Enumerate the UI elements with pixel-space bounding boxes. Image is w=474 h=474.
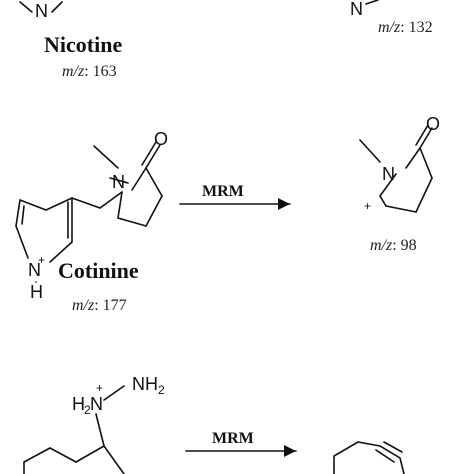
- nicotine-mz: m/z: 163: [62, 63, 117, 80]
- fragment-98-o-atom: O: [426, 114, 440, 134]
- hydrazine-charge: +: [96, 381, 103, 395]
- hydrazine-structure: H 2 N + NH 2: [23, 374, 165, 474]
- fragment-132-n-atom: N: [350, 0, 363, 19]
- mrm-arrow-2-label: MRM: [212, 430, 254, 447]
- nicotine-name: Nicotine: [44, 32, 122, 57]
- hydrazine-sub-2: 2: [84, 403, 91, 417]
- cotinine-ring-n-atom: N: [112, 172, 125, 192]
- mrm-arrow-1-label: MRM: [202, 183, 244, 200]
- nicotine-n-atom: N: [35, 1, 48, 21]
- cotinine-o-atom: O: [154, 129, 168, 149]
- fragment-98-charge: +: [364, 199, 371, 213]
- hydrazine-n-left-atom: N: [90, 394, 103, 414]
- fragment-132-structure: N: [350, 0, 379, 19]
- bottom-fragment-structure: [333, 441, 405, 474]
- fragment-98-n-atom: N: [382, 164, 395, 184]
- cotinine-structure: N O N + H: [15, 129, 168, 302]
- fragment-132-mz: m/z: 132: [378, 19, 433, 36]
- fragment-98-mz: m/z: 98: [370, 237, 417, 254]
- cotinine-pyridinium-n-atom: N: [28, 260, 41, 280]
- cotinine-name: Cotinine: [58, 258, 139, 283]
- mrm-arrow-1: MRM: [179, 183, 291, 210]
- fragment-98-structure: N O +: [359, 114, 440, 213]
- nicotine-structure: N: [19, 1, 63, 21]
- cotinine-mz: m/z: 177: [72, 297, 127, 314]
- mrm-arrow-2: MRM: [185, 430, 297, 457]
- cotinine-charge: +: [38, 253, 45, 267]
- hydrazine-sub-2b: 2: [158, 383, 165, 397]
- hydrazine-h-atom: H: [72, 394, 85, 414]
- hydrazine-nh-atom: NH: [132, 374, 158, 394]
- cotinine-h-atom: H: [30, 282, 43, 302]
